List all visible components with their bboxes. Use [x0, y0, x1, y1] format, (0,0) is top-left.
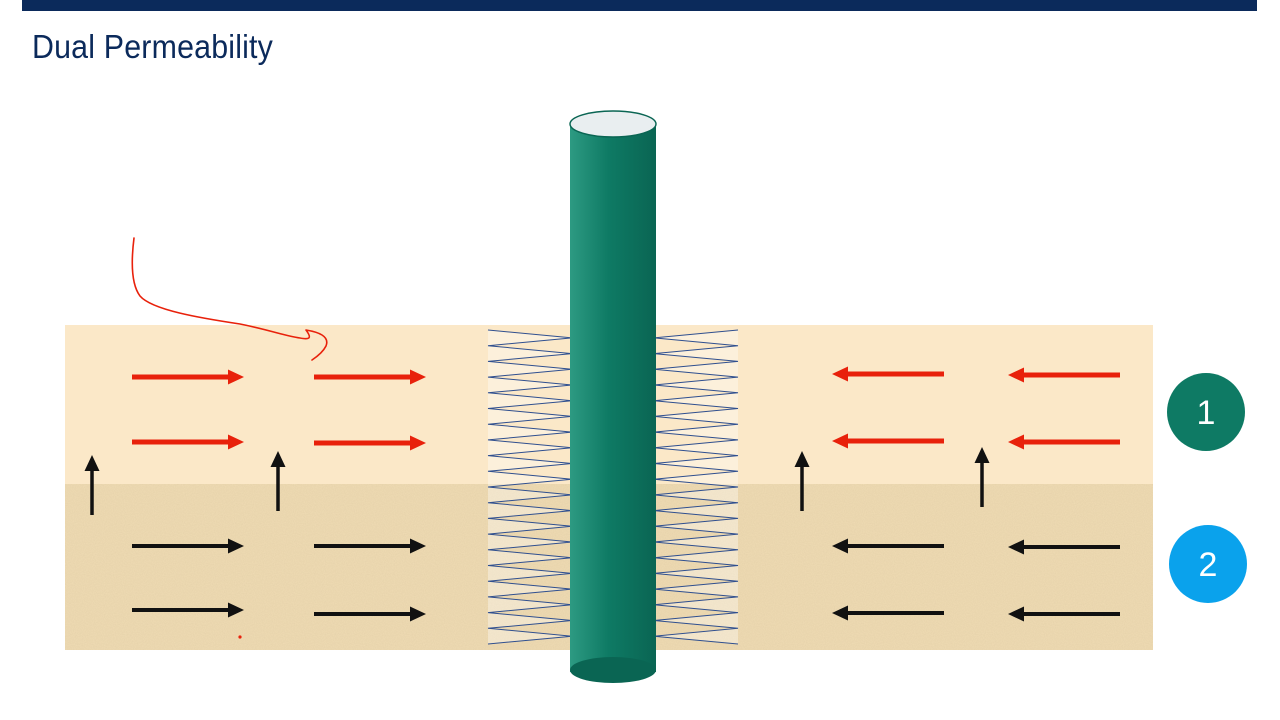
layer-2-flow-arrow-icon: [314, 606, 426, 622]
layer-1-flow-arrow-icon: [832, 433, 944, 449]
crossflow-arrow-icon: [84, 455, 100, 515]
layer-2-flow-arrow-icon: [1008, 606, 1120, 622]
slide-title: Dual Permeability: [32, 28, 274, 65]
layer-1-badge-label: 1: [1197, 394, 1216, 432]
layer-1-flow-arrow-icon: [132, 434, 244, 450]
layer-2-flow-arrow-icon: [1008, 539, 1120, 555]
layer-2-flow-arrow-icon: [832, 605, 944, 621]
layer-1-flow-arrow-icon: [314, 435, 426, 451]
layer-1-badge: 1: [1167, 373, 1245, 451]
wellbore-icon: [569, 110, 657, 683]
annotation-dot: [238, 635, 242, 639]
layer-2-flow-arrow-icon: [132, 538, 244, 554]
layer-1-flow-arrow-icon: [1008, 434, 1120, 450]
layer-2-badge-label: 2: [1199, 546, 1218, 584]
crossflow-arrow-icon: [794, 451, 810, 511]
perforation-zigzag: [487, 329, 573, 645]
layer-1-flow-arrow-icon: [1008, 367, 1120, 383]
flow-arrows: [84, 366, 1120, 622]
hand-drawn-annotation: [131, 237, 328, 361]
layer-1-flow-arrow-icon: [132, 369, 244, 385]
crossflow-arrow-icon: [974, 447, 990, 507]
top-accent-bar: [22, 0, 1257, 11]
crossflow-arrow-icon: [270, 451, 286, 511]
layer-2-badge: 2: [1169, 525, 1247, 603]
layer-1-flow-arrow-icon: [832, 366, 944, 382]
layer-2-flow-arrow-icon: [132, 602, 244, 618]
layer-2-flow-arrow-icon: [832, 538, 944, 554]
perforation-zigzag: [653, 329, 739, 645]
layer-2-flow-arrow-icon: [314, 538, 426, 554]
perforation-left-icon: [487, 329, 573, 645]
layer-1-flow-arrow-icon: [314, 369, 426, 385]
perforation-right-icon: [653, 329, 739, 645]
